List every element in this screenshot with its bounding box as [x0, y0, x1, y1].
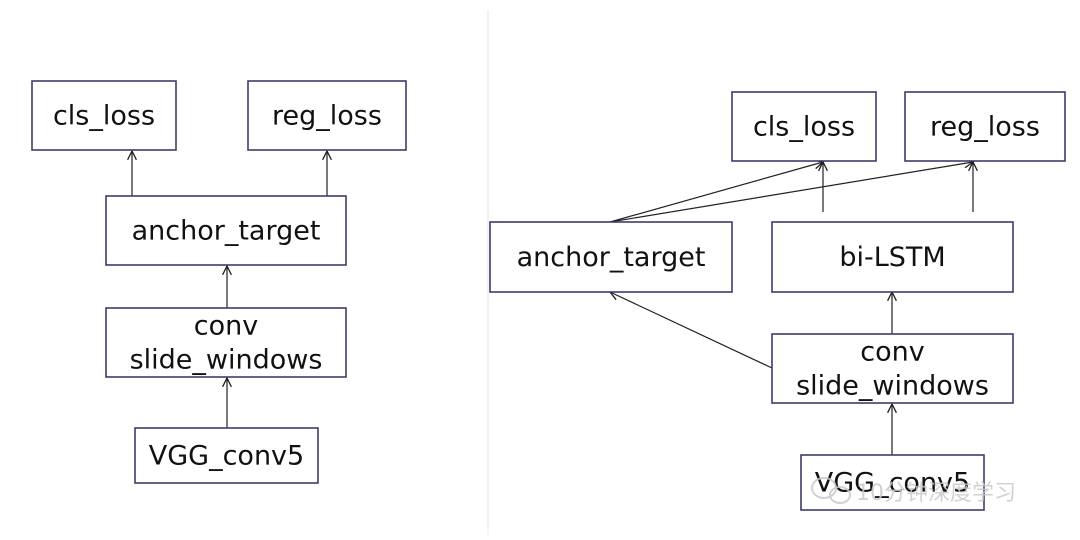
right-box-bilstm: [771, 221, 1014, 293]
right-label-conv-0: conv: [860, 337, 924, 368]
right-node-reg-loss: reg_loss: [904, 91, 1066, 162]
right-box-vgg: [800, 454, 985, 511]
arrow-right-anchor-to-cls: [609, 162, 823, 223]
arrow-right-anchor-to-reg: [609, 162, 973, 223]
right-label-cls-loss-0: cls_loss: [753, 112, 855, 143]
wechat-logo-icon: [811, 477, 851, 504]
left-label-conv-1: slide_windows: [130, 345, 323, 376]
edges-layer: [132, 151, 973, 455]
right-box-conv: [771, 333, 1014, 404]
right-node-anchor-target: anchor_target: [489, 221, 733, 293]
right-label-vgg-0: VGG_conv5: [815, 468, 970, 499]
right-node-cls-loss: cls_loss: [731, 91, 877, 162]
right-label-conv-1: slide_windows: [796, 371, 989, 402]
right-box-anchor-target: [489, 221, 733, 293]
left-label-reg-loss-0: reg_loss: [272, 101, 382, 132]
left-box-reg-loss: [247, 80, 407, 151]
left-box-cls-loss: [31, 80, 177, 151]
right-label-bilstm-0: bi-LSTM: [839, 242, 945, 273]
right-node-vgg: VGG_conv5: [800, 454, 985, 511]
left-box-anchor-target: [105, 195, 347, 266]
right-box-reg-loss: [904, 91, 1066, 162]
left-label-anchor-target-0: anchor_target: [132, 216, 321, 247]
arrow-right-conv-to-anchor: [610, 292, 773, 369]
watermark-text: 10分钟深度学习: [856, 481, 1016, 506]
left-label-vgg-0: VGG_conv5: [149, 441, 304, 472]
left-box-vgg: [134, 427, 319, 484]
left-label-conv-0: conv: [194, 311, 258, 342]
left-node-cls-loss: cls_loss: [31, 80, 177, 151]
right-label-anchor-target-0: anchor_target: [517, 242, 706, 273]
left-label-cls-loss-0: cls_loss: [53, 101, 155, 132]
right-node-bilstm: bi-LSTM: [771, 221, 1014, 293]
right-label-reg-loss-0: reg_loss: [930, 112, 1040, 143]
right-box-cls-loss: [731, 91, 877, 162]
left-node-reg-loss: reg_loss: [247, 80, 407, 151]
watermark: 10分钟深度学习: [811, 477, 1016, 506]
left-box-conv: [105, 307, 347, 378]
left-node-anchor-target: anchor_target: [105, 195, 347, 266]
left-node-vgg: VGG_conv5: [134, 427, 319, 484]
